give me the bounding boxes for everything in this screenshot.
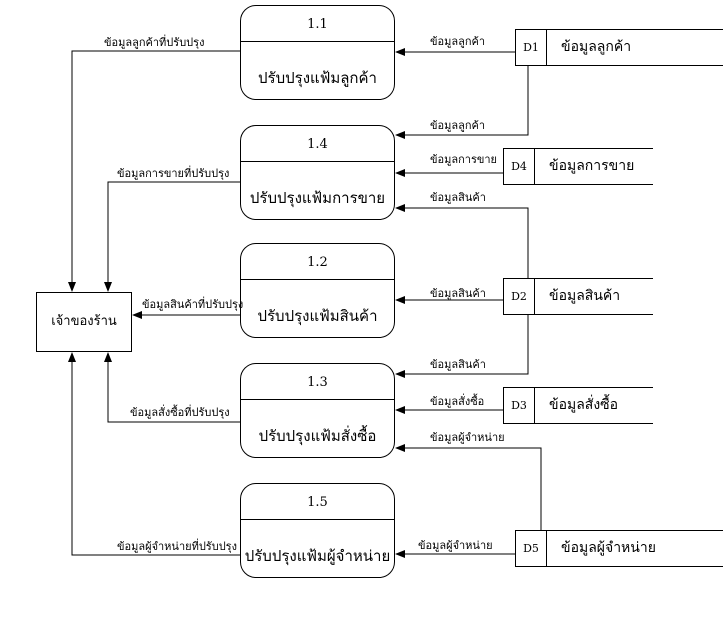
arrow-p11-to-owner bbox=[68, 50, 240, 292]
process-name: ปรับปรุงแฟ้มลูกค้า bbox=[258, 69, 377, 87]
arrow-d5-to-p13 bbox=[395, 444, 542, 530]
process-name: ปรับปรุงแฟ้มการขาย bbox=[249, 189, 386, 207]
process-number: 1.4 bbox=[307, 137, 328, 152]
process-1-1: 1.1 ปรับปรุงแฟ้มลูกค้า bbox=[240, 5, 395, 100]
flow-label-d1-p11: ข้อมูลลูกค้า bbox=[430, 35, 486, 48]
flow-label-d4-p14: ข้อมูลการขาย bbox=[430, 153, 498, 166]
flow-label-d2-p14: ข้อมูลสินค้า bbox=[430, 191, 486, 204]
process-name: ปรับปรุงแฟ้มผู้จำหน่าย bbox=[244, 547, 391, 565]
flow-label-p14-owner: ข้อมูลการขายที่ปรับปรุง bbox=[117, 167, 230, 180]
flow-label-d5-p13: ข้อมูลผู้จำหน่าย bbox=[430, 431, 505, 444]
flow-label-p15-owner: ข้อมูลผู้จำหน่ายที่ปรับปรุง bbox=[117, 540, 237, 553]
process-number: 1.5 bbox=[307, 495, 328, 510]
process-1-4: 1.4 ปรับปรุงแฟ้มการขาย bbox=[240, 125, 395, 220]
process-number: 1.2 bbox=[307, 255, 328, 270]
store-name: ข้อมูลสินค้า bbox=[549, 288, 621, 304]
process-divider bbox=[241, 519, 394, 520]
store-name: ข้อมูลผู้จำหน่าย bbox=[561, 540, 656, 556]
process-1-2: 1.2 ปรับปรุงแฟ้มสินค้า bbox=[240, 243, 395, 338]
flow-label-p12-owner: ข้อมูลสินค้าที่ปรับปรุง bbox=[142, 298, 244, 311]
arrow-p13-to-owner bbox=[104, 352, 240, 423]
arrow-d1-to-p14 bbox=[395, 66, 529, 139]
process-number: 1.3 bbox=[307, 375, 328, 390]
arrow-p14-to-owner bbox=[104, 181, 240, 292]
store-id: D2 bbox=[504, 279, 535, 314]
flow-label-d2-p12: ข้อมูลสินค้า bbox=[430, 287, 486, 300]
entity-label: เจ้าของร้าน bbox=[51, 314, 117, 329]
store-id: D4 bbox=[504, 149, 535, 184]
flow-label-d5-p15: ข้อมูลผู้จำหน่าย bbox=[418, 539, 493, 552]
process-number: 1.1 bbox=[307, 17, 328, 32]
store-name: ข้อมูลสั่งซื้อ bbox=[549, 397, 619, 413]
process-divider bbox=[241, 161, 394, 162]
store-id: D1 bbox=[516, 30, 547, 65]
flow-label-d1-p14: ข้อมูลลูกค้า bbox=[430, 119, 486, 132]
store-name: ข้อมูลการขาย bbox=[549, 158, 635, 174]
store-d3: D3 ข้อมูลสั่งซื้อ bbox=[503, 387, 653, 424]
process-divider bbox=[241, 279, 394, 280]
entity-store-owner: เจ้าของร้าน bbox=[36, 292, 132, 352]
process-1-5: 1.5 ปรับปรุงแฟ้มผู้จำหน่าย bbox=[240, 483, 395, 578]
flow-label-p13-owner: ข้อมูลสั่งซื้อที่ปรับปรุง bbox=[130, 406, 230, 419]
store-id: D3 bbox=[504, 388, 535, 423]
store-d2: D2 ข้อมูลสินค้า bbox=[503, 278, 653, 315]
process-name: ปรับปรุงแฟ้มสั่งซื้อ bbox=[258, 427, 377, 445]
flow-label-d2-p13: ข้อมูลสินค้า bbox=[430, 358, 486, 371]
process-divider bbox=[241, 399, 394, 400]
process-1-3: 1.3 ปรับปรุงแฟ้มสั่งซื้อ bbox=[240, 363, 395, 458]
process-name: ปรับปรุงแฟ้มสินค้า bbox=[257, 307, 378, 325]
store-name: ข้อมูลลูกค้า bbox=[561, 39, 632, 55]
arrow-d2-to-p14 bbox=[395, 204, 529, 278]
arrow-d2-to-p13 bbox=[395, 315, 529, 378]
process-divider bbox=[241, 41, 394, 42]
flow-label-p11-owner: ข้อมูลลูกค้าที่ปรับปรุง bbox=[104, 36, 205, 49]
store-d1: D1 ข้อมูลลูกค้า bbox=[515, 29, 723, 66]
store-id: D5 bbox=[516, 531, 547, 566]
store-d5: D5 ข้อมูลผู้จำหน่าย bbox=[515, 530, 723, 567]
flow-label-d3-p13: ข้อมูลสั่งซื้อ bbox=[430, 395, 485, 408]
arrow-p15-to-owner bbox=[68, 352, 240, 556]
store-d4: D4 ข้อมูลการขาย bbox=[503, 148, 653, 185]
